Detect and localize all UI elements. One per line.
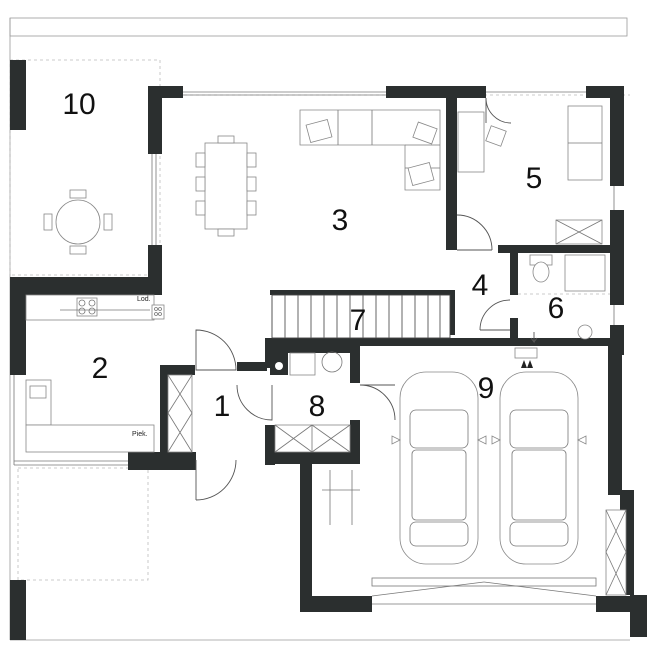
room-label-7: 7	[350, 304, 367, 337]
car-left	[391, 371, 487, 565]
staircase	[271, 294, 451, 339]
wall-segment	[265, 452, 360, 464]
terrace-table	[43, 189, 113, 255]
wall-segment	[10, 277, 162, 295]
room-label-3: 3	[332, 204, 349, 237]
wall-segment	[128, 452, 196, 470]
room-label-5: 5	[526, 162, 543, 195]
fridge-label: Lod.	[137, 296, 151, 303]
wall-segment	[610, 210, 624, 305]
windows	[13, 91, 615, 605]
wall-segment	[160, 365, 195, 375]
bicycles	[322, 470, 360, 525]
wall-segment	[10, 277, 26, 375]
wall-segment	[148, 245, 162, 287]
wall-segment	[350, 420, 360, 464]
wall-segment	[608, 345, 622, 495]
wall-segment	[510, 250, 518, 295]
room-label-10: 10	[62, 88, 95, 121]
wall-segment	[265, 345, 353, 353]
wall-segment	[450, 290, 455, 335]
doors	[195, 97, 512, 501]
room-label-1: 1	[214, 390, 231, 423]
wall-segment	[265, 425, 275, 465]
room-label-8: 8	[309, 390, 326, 423]
wall-segment	[386, 86, 486, 98]
entry-closet	[167, 374, 193, 453]
oven-label: Piek.	[132, 431, 148, 438]
wall-segment	[270, 290, 455, 295]
wall-segment	[160, 365, 168, 455]
wall-segment	[498, 245, 610, 253]
wall-pillar	[10, 580, 26, 640]
utility-fixtures	[270, 351, 351, 453]
wall-segment	[596, 596, 634, 612]
wall-segment	[148, 86, 162, 154]
room-label-9: 9	[478, 372, 495, 405]
wall-segment	[446, 98, 457, 250]
garage-cars	[322, 332, 627, 597]
wall-segment	[510, 318, 518, 340]
wall-segment	[610, 86, 624, 186]
wall-segment	[265, 338, 610, 346]
room-label-6: 6	[548, 292, 565, 325]
bathroom-fixtures	[518, 254, 610, 340]
wall-pillar	[10, 60, 26, 130]
room-label-2: 2	[92, 352, 109, 385]
kitchen-counter: Lod. Piek.	[25, 294, 165, 453]
walls	[10, 60, 647, 640]
wall-segment	[237, 362, 267, 371]
wall-segment	[350, 345, 360, 383]
wall-pillar	[630, 595, 647, 637]
room5-furniture	[457, 105, 603, 245]
dining-table	[195, 135, 257, 237]
room-label-4: 4	[472, 269, 489, 302]
wall-segment	[300, 596, 372, 612]
wall-segment	[300, 462, 312, 612]
room-labels: 1 2 3 4 5 6 7 8 9 10	[62, 88, 564, 423]
car-right	[491, 371, 587, 565]
sofa	[299, 109, 441, 191]
